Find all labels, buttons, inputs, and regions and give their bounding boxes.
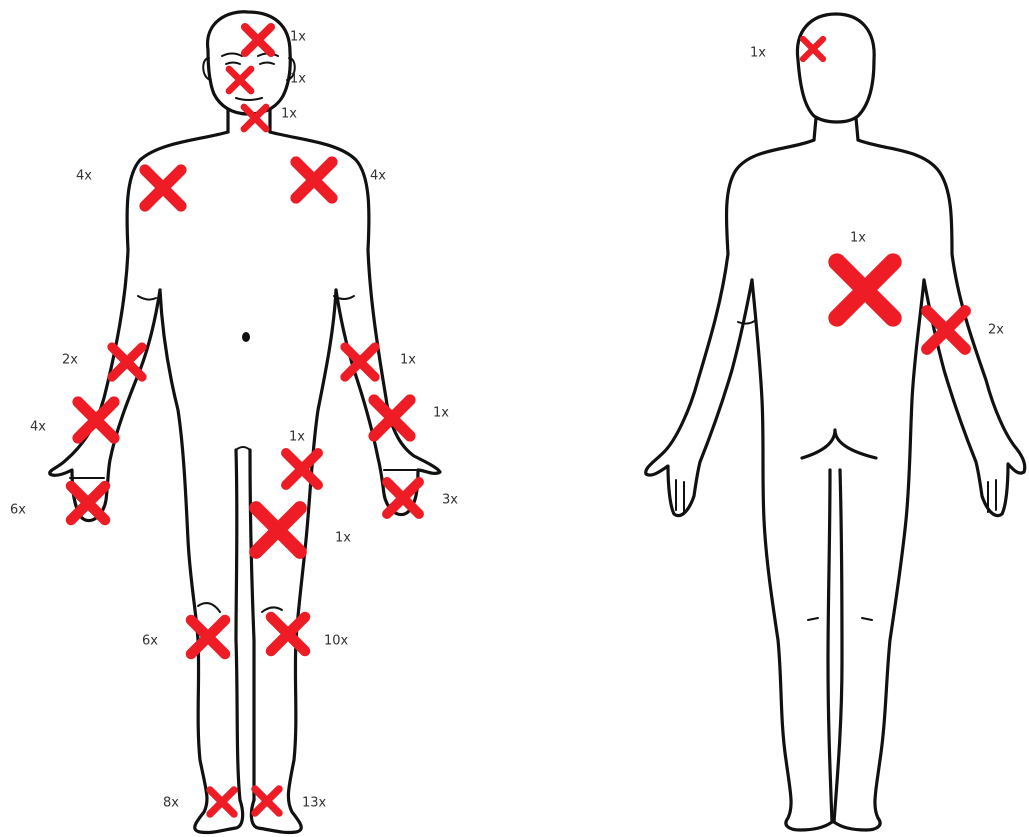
red-x-icon [145,170,181,206]
red-x-icon [245,27,271,53]
forehead-count-label: 1x [290,30,306,45]
right-ankle-count-label: 8x [163,796,179,811]
back-body-outline [646,14,1025,830]
red-x-icon [191,620,225,654]
red-x-icon [244,107,266,129]
lower-back-marker: 1x [837,231,893,319]
red-x-icon [229,69,251,91]
left-hip-count-label: 1x [289,430,305,445]
left-knee-marker: 10x [271,617,349,651]
lower-back-count-label: 1x [850,231,866,246]
left-hand-marker: 3x [387,482,458,514]
right-forearm-marker: 2x [62,347,142,377]
left-forearm-count-label: 1x [400,353,416,368]
red-x-icon [210,790,234,814]
right-forearm-count-label: 2x [62,353,78,368]
left-wrist-count-label: 1x [433,406,449,421]
head-back-marker: 1x [750,39,823,61]
right-knee-marker: 6x [142,620,225,654]
head-back-count-label: 1x [750,46,766,61]
right-elbow-back-count-label: 2x [988,323,1004,338]
left-wrist-marker: 1x [374,400,449,436]
red-x-icon [256,508,300,552]
red-x-icon [374,400,410,436]
right-wrist-count-label: 4x [30,420,46,435]
red-x-icon [78,402,114,438]
chin-count-label: 1x [281,107,297,122]
left-shoulder-count-label: 4x [370,169,386,184]
nose-count-label: 1x [290,72,306,87]
red-x-icon [296,162,332,198]
right-hand-count-label: 6x [10,503,26,518]
left-thigh-marker: 1x [256,508,351,552]
red-x-icon [837,262,893,318]
red-x-icon [803,39,823,59]
red-x-icon [271,617,305,651]
right-knee-count-label: 6x [142,634,158,649]
red-x-icon [345,347,375,377]
front-markers: 1x 1x 1x 4x 4x 2x 4x 6x 1x 1x 3x 1x 1x 6x 10x 8x 13x [10,27,458,814]
left-knee-count-label: 10x [324,634,349,649]
red-x-icon [255,789,279,813]
left-shoulder-marker: 4x [296,162,386,198]
right-elbow-back-marker: 2x [927,311,1004,349]
right-ankle-marker: 8x [163,790,234,814]
nose-marker: 1x [229,69,306,91]
back-markers: 1x 1x 2x [750,39,1004,349]
right-hand-marker: 6x [10,486,105,520]
forehead-marker: 1x [245,27,306,53]
left-thigh-count-label: 1x [335,531,351,546]
left-hand-count-label: 3x [442,493,458,508]
red-x-icon [112,347,142,377]
right-shoulder-count-label: 4x [76,169,92,184]
right-wrist-marker: 4x [30,402,114,438]
left-ankle-count-label: 13x [302,796,327,811]
